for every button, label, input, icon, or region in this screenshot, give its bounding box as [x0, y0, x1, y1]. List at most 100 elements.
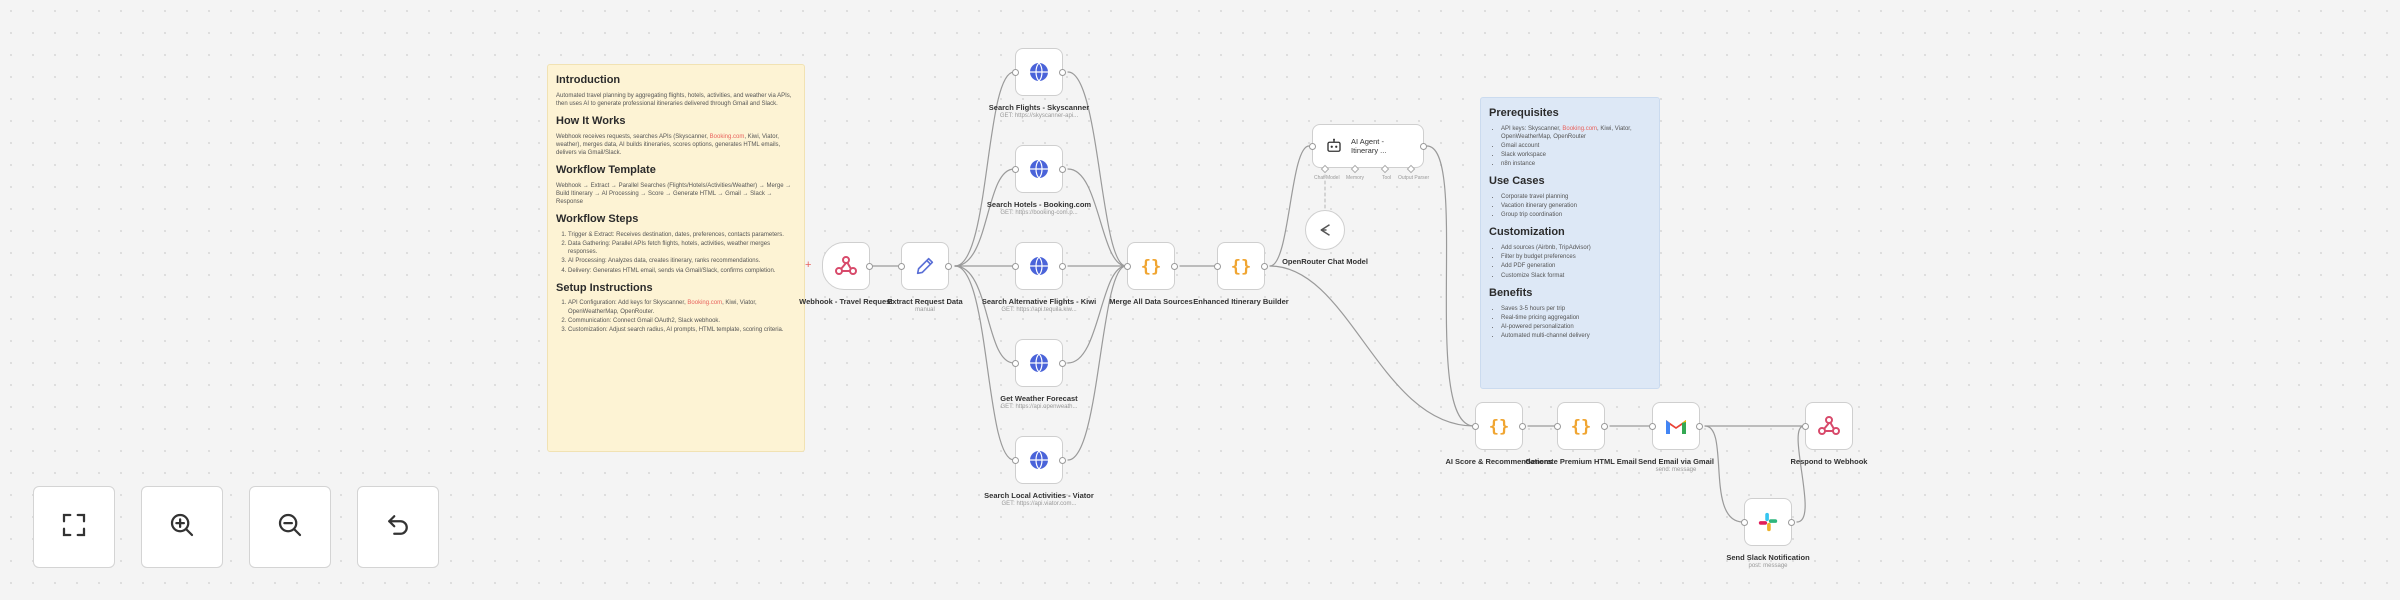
- output-port[interactable]: [1420, 142, 1427, 150]
- node-get-weather-forecast[interactable]: [1012, 339, 1066, 387]
- node-openrouter-chat-model[interactable]: [1305, 210, 1345, 250]
- node-label: Send Email via Gmail send: message: [1638, 457, 1714, 474]
- input-port[interactable]: [1012, 456, 1019, 464]
- output-port[interactable]: [1171, 262, 1178, 270]
- custom-item: Add PDF generation: [1501, 262, 1651, 270]
- node-extract-request-data[interactable]: [898, 242, 952, 290]
- node-ai-score-recommendations[interactable]: {}: [1472, 402, 1526, 450]
- output-port[interactable]: [945, 262, 952, 270]
- usecases-heading: Use Cases: [1489, 175, 1545, 188]
- node-label: Get Weather Forecast GET: https://api.op…: [1000, 394, 1078, 411]
- fit-view-button[interactable]: [33, 486, 115, 568]
- booking-link[interactable]: Booking.com: [687, 300, 723, 307]
- prereq-item: Gmail account: [1501, 142, 1651, 150]
- svg-text:{}: {}: [1231, 257, 1251, 277]
- output-port[interactable]: [1601, 422, 1608, 430]
- output-port[interactable]: [1059, 68, 1066, 76]
- node-label: Enhanced Itinerary Builder: [1193, 297, 1289, 306]
- code-icon: {}: [1569, 414, 1593, 438]
- node-respond-to-webhook[interactable]: [1802, 402, 1853, 450]
- output-port[interactable]: [1059, 456, 1066, 464]
- node-send-slack-notification[interactable]: [1741, 498, 1795, 546]
- usecase-item: Corporate travel planning: [1501, 193, 1651, 201]
- undo-button[interactable]: [357, 486, 439, 568]
- input-port[interactable]: [1012, 359, 1019, 367]
- fit-view-icon: [59, 510, 89, 545]
- output-parser-label: Output Parser: [1398, 175, 1430, 181]
- globe-icon: [1027, 448, 1051, 472]
- output-port[interactable]: [1261, 262, 1268, 270]
- node-search-hotels-booking[interactable]: [1012, 145, 1066, 193]
- sticky-note-introduction[interactable]: Introduction Automated travel planning b…: [547, 64, 805, 452]
- output-port[interactable]: [1059, 359, 1066, 367]
- intro-heading: Introduction: [556, 74, 621, 86]
- input-port[interactable]: [1012, 262, 1019, 270]
- sticky-note-prerequisites[interactable]: Prerequisites API keys: Skyscanner, Book…: [1480, 97, 1660, 389]
- node-search-alternative-flights-kiwi[interactable]: [1012, 242, 1066, 290]
- node-label: Send Slack Notification post: message: [1726, 553, 1810, 570]
- node-enhanced-itinerary-builder[interactable]: {}: [1214, 242, 1268, 290]
- pencil-icon: [914, 255, 936, 277]
- booking-link[interactable]: Booking.com: [1562, 125, 1598, 132]
- input-port[interactable]: [1309, 142, 1316, 150]
- node-search-local-activities-viator[interactable]: [1012, 436, 1066, 484]
- setup-list: API Configuration: Add keys for Skyscann…: [568, 299, 796, 333]
- code-icon: {}: [1139, 254, 1163, 278]
- setup-item: API Configuration: Add keys for Skyscann…: [568, 299, 796, 315]
- setup-item: Customization: Adjust search radius, AI …: [568, 326, 796, 334]
- output-port[interactable]: [1059, 165, 1066, 173]
- code-icon: {}: [1229, 254, 1253, 278]
- globe-icon: [1027, 254, 1051, 278]
- node-label: Respond to Webhook: [1790, 457, 1868, 466]
- step-item: Data Gathering: Parallel APIs fetch flig…: [568, 240, 796, 256]
- output-port[interactable]: [1059, 262, 1066, 270]
- globe-icon: [1027, 157, 1051, 181]
- node-label: Extract Request Data manual: [887, 297, 963, 314]
- input-port[interactable]: [1012, 165, 1019, 173]
- customization-heading: Customization: [1489, 226, 1565, 239]
- step-item: Delivery: Generates HTML email, sends vi…: [568, 267, 796, 275]
- input-port[interactable]: [1649, 422, 1656, 430]
- input-port[interactable]: [1214, 262, 1221, 270]
- add-trigger-plus-icon[interactable]: +: [805, 259, 812, 271]
- chat-model-label: Chat Model: [1314, 175, 1340, 181]
- node-generate-premium-html-email[interactable]: {}: [1554, 402, 1608, 450]
- node-merge-all-data-sources[interactable]: {}: [1124, 242, 1178, 290]
- input-port[interactable]: [1554, 422, 1561, 430]
- node-ai-agent-itinerary[interactable]: AI Agent - Itinerary ...: [1309, 124, 1427, 168]
- usecase-item: Vacation itinerary generation: [1501, 202, 1651, 210]
- output-port[interactable]: [1696, 422, 1703, 430]
- output-port[interactable]: [866, 262, 873, 270]
- benefit-item: AI-powered personalization: [1501, 323, 1651, 331]
- node-label: Search Flights - Skyscanner GET: https:/…: [988, 103, 1090, 120]
- booking-link[interactable]: Booking.com: [709, 133, 745, 140]
- node-webhook-travel-request[interactable]: [822, 242, 873, 290]
- node-send-email-gmail[interactable]: [1649, 402, 1703, 450]
- slack-icon: [1757, 511, 1779, 533]
- zoom-out-button[interactable]: [249, 486, 331, 568]
- prereq-item: n8n instance: [1501, 160, 1651, 168]
- zoom-in-button[interactable]: [141, 486, 223, 568]
- output-port[interactable]: [1788, 518, 1795, 526]
- steps-heading: Workflow Steps: [556, 213, 639, 226]
- setup-item: Communication: Connect Gmail OAuth2, Sla…: [568, 317, 796, 325]
- node-label: Search Alternative Flights - Kiwi GET: h…: [981, 297, 1097, 314]
- output-port[interactable]: [1519, 422, 1526, 430]
- how-it-works-heading: How It Works: [556, 115, 626, 128]
- setup-heading: Setup Instructions: [556, 281, 653, 294]
- input-port[interactable]: [898, 262, 905, 270]
- zoom-out-icon: [275, 510, 305, 545]
- template-heading: Workflow Template: [556, 164, 656, 177]
- input-port[interactable]: [1124, 262, 1131, 270]
- custom-item: Customize Slack format: [1501, 272, 1651, 280]
- input-port[interactable]: [1012, 68, 1019, 76]
- input-port[interactable]: [1802, 422, 1809, 430]
- node-search-flights-skyscanner[interactable]: [1012, 48, 1066, 96]
- robot-icon: [1325, 137, 1343, 155]
- input-port[interactable]: [1741, 518, 1748, 526]
- intro-text: Automated travel planning by aggregating…: [556, 92, 792, 107]
- input-port[interactable]: [1472, 422, 1479, 430]
- usecase-item: Group trip coordination: [1501, 211, 1651, 219]
- agent-label: AI Agent - Itinerary ...: [1351, 136, 1387, 155]
